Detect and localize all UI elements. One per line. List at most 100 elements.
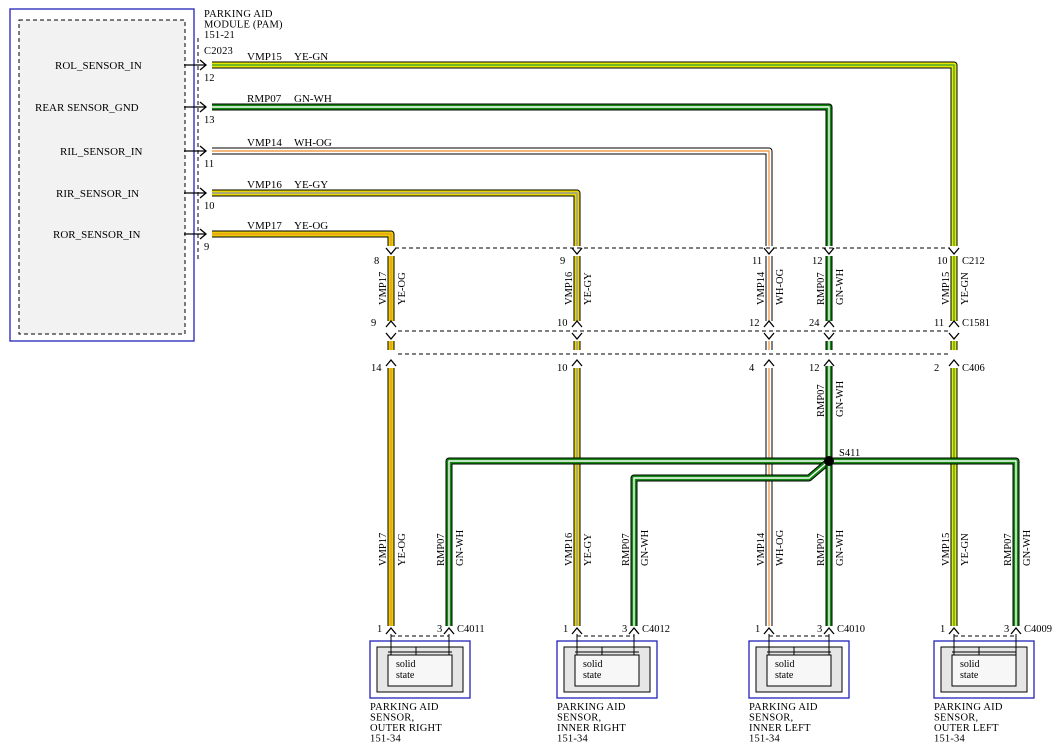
upper-wire-vmp15-stripe — [212, 64, 955, 246]
sensor-ground-pin-number: 3 — [1004, 624, 1009, 635]
sensor-signal-pin-number: 1 — [563, 624, 568, 635]
module-input-label: REAR SENSOR_GND — [35, 102, 139, 114]
sensor-pin-arrow-icon — [443, 626, 455, 635]
wire-circuit-label: VMP14 — [247, 137, 282, 149]
c212-pin-arrow-icon — [763, 247, 775, 256]
c1581-pin-number: 10 — [557, 318, 568, 329]
ground-branch-outer-left-base — [829, 458, 1019, 626]
c406-pin-arrow-icon — [823, 358, 835, 367]
splice-s411-label: S411 — [839, 448, 860, 459]
wire-color-label: GN-WH — [455, 529, 466, 566]
wire-circuit-label: VMP15 — [247, 51, 282, 63]
sensor-signal-pin-number: 1 — [377, 624, 382, 635]
c212-pin-arrow-icon — [385, 247, 397, 256]
upper-wire-rmp07-stripe — [212, 106, 830, 246]
wire-circuit-label: RMP07 — [816, 272, 827, 305]
ground-branch-inner-right — [630, 458, 832, 626]
c212-pin-arrow-icon — [571, 247, 583, 256]
solid-state-element — [387, 654, 453, 687]
wire-circuit-label: VMP14 — [756, 271, 767, 305]
sensor-pin-arrow-icon — [385, 626, 397, 635]
wire-color-label: WH-OG — [775, 529, 786, 566]
solid-state-text: solid — [396, 659, 415, 670]
ground-branch-inner-right-outline — [630, 458, 832, 626]
wire-color-label: GN-WH — [640, 529, 651, 566]
c212-pin-number: 9 — [560, 256, 565, 267]
upper-wire-vmp17-base — [212, 231, 394, 246]
c1581-pin-arrow-icon — [823, 332, 835, 341]
c1581-pin-arrow-icon — [385, 332, 397, 341]
c1581-pin-arrow-icon — [763, 319, 775, 328]
sensor-caption-line: 151-34 — [749, 734, 780, 745]
sensor-caption-line: OUTER LEFT — [934, 723, 999, 734]
sensor-caption-line: PARKING AID — [557, 702, 626, 713]
upper-wire-vmp14 — [212, 147, 773, 246]
c406-pin-arrow-icon — [948, 358, 960, 367]
upper-wire-vmp17-stripe — [212, 233, 392, 246]
c212-pin-number: 12 — [812, 256, 823, 267]
wire-circuit-label: VMP17 — [378, 533, 389, 566]
sensor-caption-line: PARKING AID — [370, 702, 439, 713]
sensor-caption-line: OUTER RIGHT — [370, 723, 442, 734]
upper-wire-vmp16 — [212, 189, 581, 246]
wire-circuit-label: VMP14 — [756, 532, 767, 566]
sensor-caption-line: SENSOR, — [934, 713, 978, 724]
solid-state-text: state — [960, 670, 979, 681]
c2023-connector-label: C2023 — [204, 46, 233, 57]
wire-color-label: YE-GN — [294, 51, 328, 63]
c2023-pin-number: 10 — [204, 201, 215, 212]
ground-branch-inner-right-stripe — [633, 460, 830, 626]
solid-state-element — [951, 654, 1017, 687]
c406-pin-number: 2 — [934, 363, 939, 374]
c212-connector-label: C212 — [962, 256, 985, 267]
sensor-pin-arrow-icon — [823, 626, 835, 635]
sensor-signal-pin-number: 1 — [940, 624, 945, 635]
sensor-caption-line: 151-34 — [370, 734, 401, 745]
wire-color-label: WH-OG — [775, 268, 786, 305]
ground-branch-outer-left — [829, 457, 1020, 626]
ground-branch-inner-right-base — [631, 459, 831, 626]
c406-pin-number: 4 — [749, 363, 755, 374]
sensor-pin-arrow-icon — [628, 626, 640, 635]
sensor-pin-arrow-icon — [763, 626, 775, 635]
wire-color-label: YE-GN — [960, 272, 971, 305]
c212-pin-number: 8 — [374, 256, 379, 267]
c406-connector-label: C406 — [962, 363, 985, 374]
c1581-pin-arrow-icon — [823, 319, 835, 328]
solid-state-text: solid — [775, 659, 794, 670]
module-input-label: RIR_SENSOR_IN — [56, 188, 139, 200]
c2023-pin-number: 12 — [204, 73, 215, 84]
input-arrow-icon — [199, 101, 208, 113]
wire-color-label: YE-GY — [583, 272, 594, 305]
module-input-label: ROR_SENSOR_IN — [53, 229, 140, 241]
splice-s411-dot — [824, 456, 834, 466]
wire-circuit-label: VMP17 — [378, 272, 389, 305]
upper-wire-vmp16-stripe — [212, 192, 578, 246]
sensor-ground-pin-number: 3 — [437, 624, 442, 635]
c406-pin-arrow-icon — [763, 358, 775, 367]
sensor-caption-line: INNER RIGHT — [557, 723, 626, 734]
c2023-pin-number: 13 — [204, 115, 215, 126]
sensor-connector-label: C4011 — [457, 624, 485, 635]
ground-branch-outer-left-outline — [829, 457, 1020, 626]
wire-color-label: YE-OG — [397, 533, 408, 566]
wire-color-label: YE-GY — [294, 179, 328, 191]
sensor-connector-label: C4009 — [1024, 624, 1052, 635]
upper-wire-rmp07 — [212, 103, 833, 246]
wire-color-label: GN-WH — [835, 529, 846, 566]
sensor-pin-arrow-icon — [948, 626, 960, 635]
c212-pin-number: 10 — [937, 256, 948, 267]
c1581-pin-arrow-icon — [385, 319, 397, 328]
sensor-caption-line: 151-34 — [934, 734, 965, 745]
sensor-caption-line: INNER LEFT — [749, 723, 811, 734]
module-inner-dashed-box — [18, 19, 186, 335]
input-arrow-icon — [199, 187, 208, 199]
c1581-pin-arrow-icon — [571, 332, 583, 341]
wire-circuit-label: RMP07 — [247, 93, 282, 105]
sensor-caption-line: PARKING AID — [749, 702, 818, 713]
solid-state-text: state — [583, 670, 602, 681]
wire-circuit-label: VMP15 — [941, 272, 952, 305]
c406-pin-arrow-icon — [385, 358, 397, 367]
c1581-pin-arrow-icon — [571, 319, 583, 328]
